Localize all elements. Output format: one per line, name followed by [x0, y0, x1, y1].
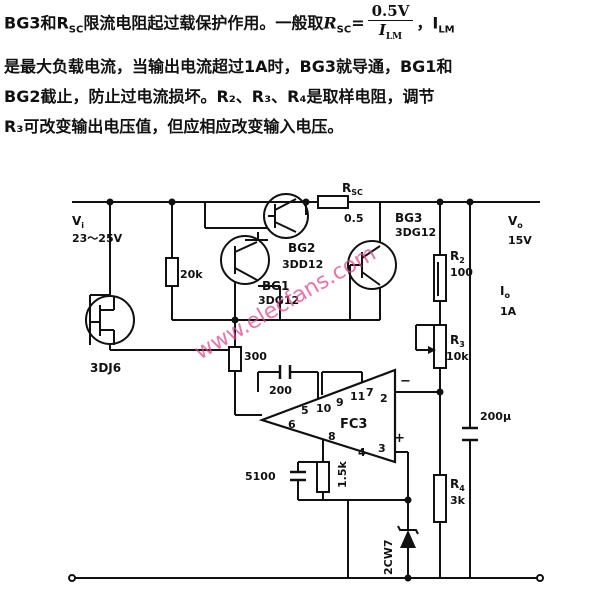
opamp-plus-sign: + — [394, 431, 405, 446]
text-limit-resistor: 限流电阻起过载保护作用。一般取 — [83, 13, 324, 33]
fraction-den-i: I — [378, 21, 386, 39]
fraction-numerator: 0.5V — [367, 2, 414, 21]
text-bg3-rsc: BG3和R — [4, 13, 69, 33]
jfet-3dj6 — [85, 295, 135, 345]
text-ilm-sub: LM — [438, 24, 455, 36]
label-200u: 200μ — [480, 410, 511, 423]
pin-3: 3 — [378, 442, 386, 455]
text-line-4: R₃可改变输出电压值，但应相应改变输入电压。 — [4, 117, 344, 136]
label-bg2-type: 3DD12 — [282, 258, 323, 271]
formula-rsc: R — [323, 13, 337, 33]
label-3dj6: 3DJ6 — [90, 361, 121, 375]
text-line-3: BG2截止，防止过电流损坏。R₂、R₃、R₄是取样电阻，调节 — [4, 87, 435, 106]
pin-4: 4 — [358, 446, 366, 459]
label-bg1-type: 3DG12 — [258, 294, 299, 307]
transistor-bg3 — [347, 240, 397, 290]
fraction-den-sub: LM — [385, 32, 403, 42]
pin-5: 5 — [301, 404, 309, 417]
label-20k: 20k — [180, 268, 203, 281]
pin-9: 9 — [336, 396, 344, 409]
circuit-wires — [72, 201, 540, 579]
pot-wiper-arrow — [428, 346, 436, 354]
label-r3-value: 10k — [446, 350, 469, 363]
pin-10: 10 — [316, 402, 332, 415]
label-1-5k: 1.5k — [336, 461, 349, 488]
label-5100: 5100 — [245, 470, 276, 483]
label-rsc-value: 0.5 — [344, 212, 364, 225]
label-bg3-type: 3DG12 — [395, 226, 436, 239]
transistor-bg2 — [263, 193, 309, 239]
pin-11: 11 — [350, 390, 365, 403]
label-2cw7: 2CW7 — [382, 539, 395, 575]
label-bg1-name: BG1 — [262, 279, 289, 293]
resistor-r2 — [433, 254, 447, 302]
transistor-bg1 — [220, 235, 270, 285]
label-bg3-name: BG3 — [395, 211, 422, 225]
pin-7: 7 — [366, 386, 374, 399]
label-io: Io — [500, 284, 510, 300]
text-line-2: 是最大负载电流，当输出电流超过1A时，BG3就导通，BG1和 — [4, 57, 453, 76]
label-r4-value: 3k — [450, 494, 466, 507]
pin-6: 6 — [288, 418, 296, 431]
label-r2: R2 — [450, 249, 465, 265]
fraction-denominator: ILM — [368, 21, 414, 46]
label-200: 200 — [269, 384, 292, 397]
label-bg2-name: BG2 — [288, 241, 315, 255]
pin-2: 2 — [380, 392, 388, 405]
text-ilm: ，I — [416, 13, 439, 33]
resistor-20k — [165, 257, 179, 287]
label-300: 300 — [244, 350, 267, 363]
resistor-r4 — [433, 474, 447, 523]
opamp-fc3 — [258, 368, 397, 464]
label-vo-value: 15V — [508, 234, 532, 247]
label-r3: R3 — [450, 333, 465, 349]
label-r4: R4 — [450, 477, 465, 493]
resistor-1-5k — [316, 461, 330, 493]
resistor-300 — [228, 346, 242, 372]
formula-rsc-sub: SC — [336, 24, 352, 36]
label-r2-value: 100 — [450, 266, 473, 279]
potentiometer-r3 — [433, 324, 447, 369]
opamp-minus-sign: − — [400, 374, 411, 389]
zener-2cw7 — [397, 500, 419, 548]
label-vo: Vo — [508, 214, 523, 230]
label-rsc: RSC — [342, 181, 363, 197]
label-vi: Vi — [72, 214, 84, 230]
capacitor-200u — [462, 426, 478, 442]
formula-equals: = — [351, 13, 365, 33]
label-fc3: FC3 — [340, 417, 367, 432]
label-io-value: 1A — [500, 305, 517, 318]
circuit-junctions — [68, 198, 544, 582]
capacitor-5100 — [290, 470, 306, 482]
label-vi-range: 23～25V — [72, 232, 123, 245]
pin-8: 8 — [328, 430, 336, 443]
capacitor-200 — [278, 365, 292, 379]
text-sub-sc: SC — [68, 24, 84, 36]
resistor-rsc — [317, 195, 349, 209]
